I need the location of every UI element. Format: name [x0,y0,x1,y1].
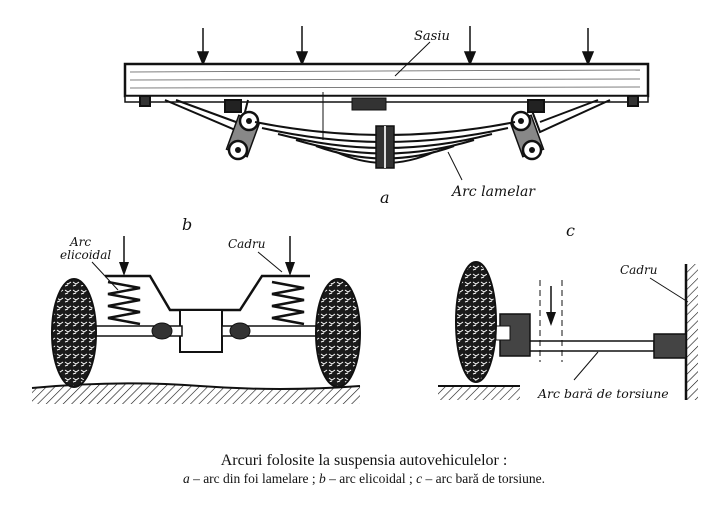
torsion-leader [573,351,599,381]
shackle-right [509,110,545,161]
differential-housing [179,309,223,353]
label-frame-c: Cadru [620,263,657,277]
label-torsion-bar: Arc bară de torsiune [537,386,669,401]
frame-leader-b [257,251,283,273]
panel-letter-b: b [182,215,192,234]
chassis-beam [123,62,650,103]
center-pad [351,97,387,111]
frame-leader-c [649,277,689,303]
label-leaf-spring: Arc lamelar [450,184,536,200]
coil-spring-right [271,280,305,326]
label-frame-b: Cadru [228,237,265,251]
torsion-bar [523,340,655,352]
label-coil-line1: Arc [69,235,91,249]
panel-c: c Cadru Arc bară de torsiune [438,221,698,401]
wheel-b-right [315,278,361,388]
label-chassis: Sasiu [414,29,450,44]
spring-leader [447,151,463,181]
shackle-left [225,110,261,161]
legend-letter-a: a [182,471,190,486]
panel-b: b Arc elicoidal Cadru [31,215,361,404]
coil-spring-left [107,280,141,326]
panel-a: Sasiu [123,26,650,207]
wheel-c [455,261,497,383]
panel-letter-a: a [380,188,390,207]
legend-letter-c: c [416,471,423,486]
torsion-anchor [653,333,687,359]
wheel-b-left [51,278,97,388]
chassis-leader [394,41,431,77]
load-arrow-b-left [119,262,129,276]
panel-letter-c: c [566,221,575,240]
load-arrow-b-right [285,262,295,276]
legend-letter-b: b [319,471,326,486]
figure-caption-title: Arcuri folosite la suspensia autovehicul… [220,452,508,469]
legend-text-c: – arc bară de torsiune. [422,471,546,486]
legend-text-b: – arc elicoidal ; [325,471,417,486]
spring-hangers [139,95,639,134]
load-arrows-a [196,26,595,66]
label-coil-line2: elicoidal [60,248,111,262]
legend-text-a: – arc din foi lamelare ; [189,471,320,486]
figure-caption-legend: a – arc din foi lamelare ; b – arc elico… [0,471,728,487]
load-arrow-c [546,312,556,326]
